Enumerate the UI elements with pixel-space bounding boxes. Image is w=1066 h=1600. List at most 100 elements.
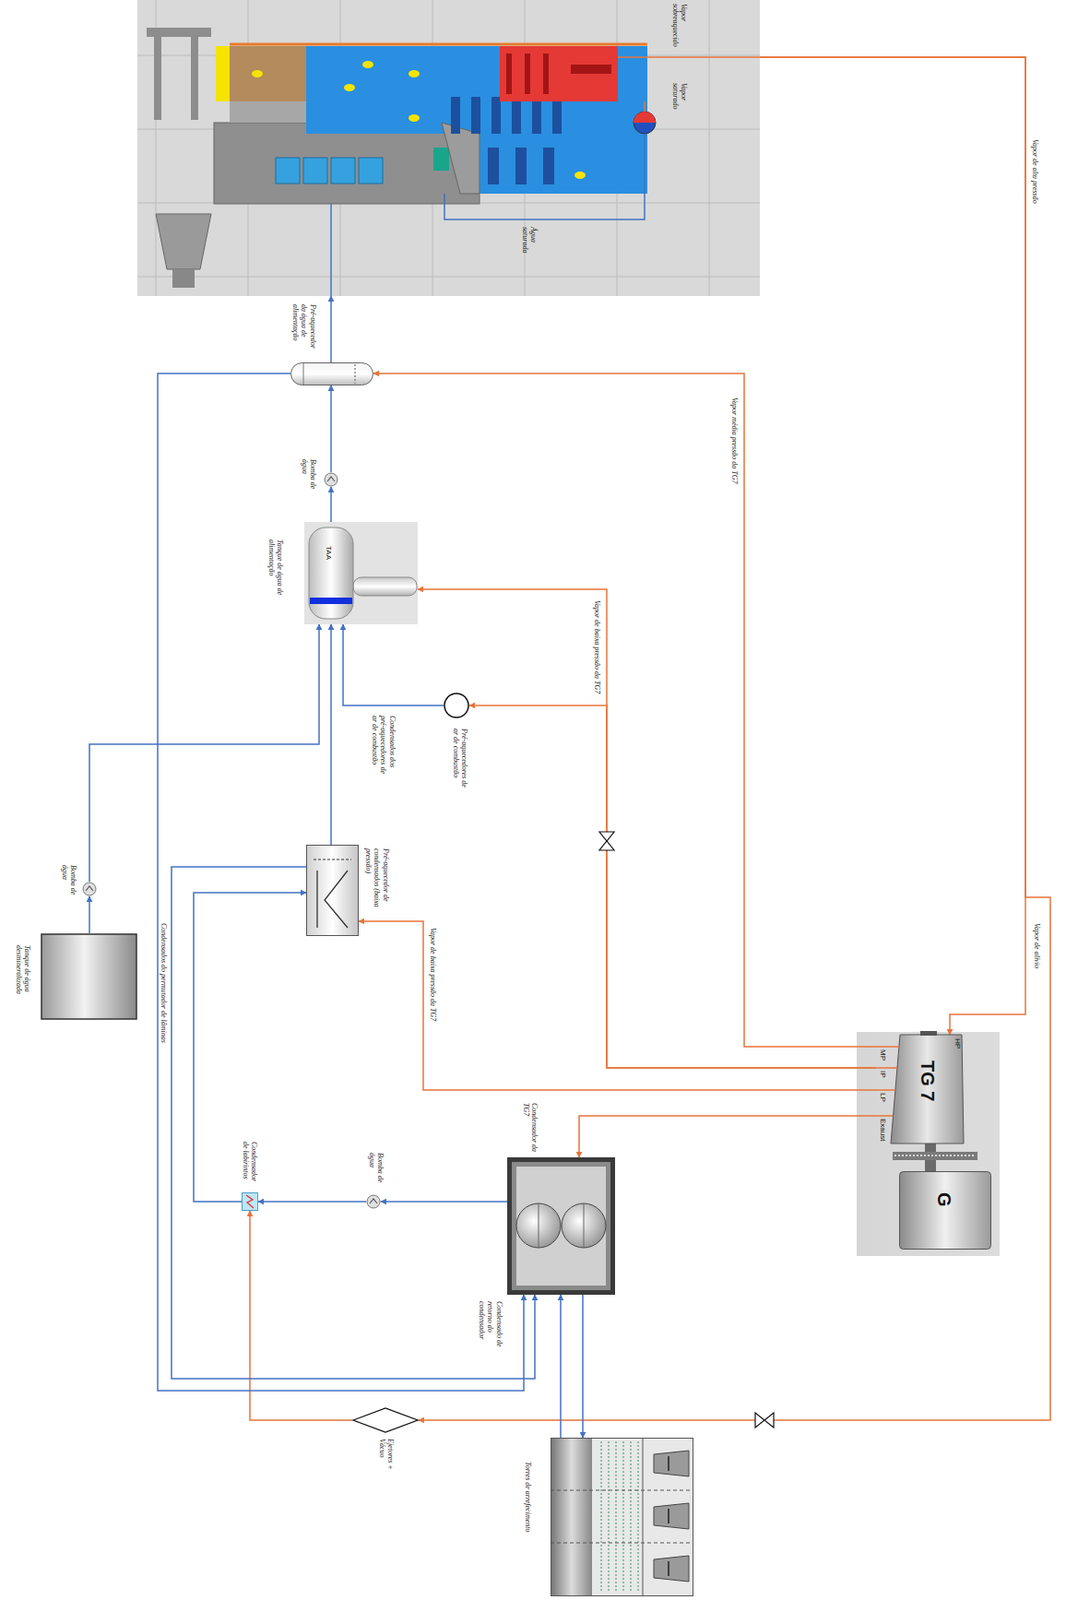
drawing-rect	[491, 96, 501, 134]
equipment-label: Bomba de água	[300, 459, 318, 495]
drawing-rect	[551, 1438, 593, 1596]
drawing-rect	[920, 1030, 937, 1036]
drawing-rect	[552, 96, 562, 134]
drawing-line	[667, 1561, 670, 1576]
equipment-label: Bomba de água	[367, 1152, 385, 1190]
drawing-line	[709, 0, 711, 297]
drawing-rect	[515, 147, 527, 185]
boiler-illustration-shape	[137, 0, 760, 297]
equipment-label: Água saturada	[521, 226, 538, 266]
steam-pipe	[417, 589, 877, 1068]
drawing-polygon	[599, 840, 615, 851]
water-pipe	[171, 866, 535, 1379]
water-pipe	[193, 892, 307, 1202]
drawing-g	[506, 53, 612, 95]
drawing-rect	[306, 46, 648, 134]
pipe-label: Vapor de baixa pressão da TG7	[428, 926, 438, 1049]
drawing-rect	[551, 1438, 694, 1597]
drawing-path	[317, 870, 348, 928]
drawing-g	[137, 0, 760, 297]
drawing-g	[653, 1450, 689, 1582]
drawing-line	[643, 101, 646, 112]
drawing-circle	[633, 111, 656, 134]
drawing-g	[487, 147, 555, 185]
air-preheater-shape	[443, 692, 470, 719]
machine-label: G	[933, 1192, 955, 1230]
gearbox	[892, 1151, 978, 1161]
drawing-rect	[172, 269, 195, 288]
water-pipe	[380, 1200, 508, 1203]
pump-symbol: Bomba de água	[366, 1194, 381, 1209]
water-pipe	[343, 624, 444, 706]
equipment-label: Pré-aquecedores de ar de combustão	[451, 728, 469, 795]
water-pipe	[330, 486, 332, 522]
drawing-rect	[304, 521, 418, 625]
water-pipe	[330, 624, 332, 845]
drawing-circle	[324, 473, 338, 486]
drawing-line	[638, 1441, 640, 1593]
drawing-g	[251, 60, 586, 179]
equipment-label: Tanque de água desmineralizada	[14, 945, 32, 1018]
drawing-rect	[303, 157, 328, 184]
drawing-polygon	[653, 1555, 689, 1582]
pump-symbol: Bomba de água	[82, 881, 97, 897]
drawing-rect	[511, 96, 522, 134]
drawing-ellipse	[251, 70, 263, 78]
drawing-rect	[471, 96, 481, 134]
drawing-ellipse	[362, 60, 374, 69]
drawing-line	[303, 363, 305, 385]
drawing-line	[313, 859, 352, 861]
drawing-rect	[506, 53, 512, 95]
equipment-label: Condensador da TG7	[521, 1102, 539, 1153]
pipe-label: Vapor de alta pressão	[1030, 138, 1040, 233]
valve-symbol	[599, 831, 615, 851]
drawing-circle	[561, 1203, 606, 1248]
drawing-rect	[499, 46, 618, 102]
gear-teeth	[894, 1154, 976, 1157]
drawing-line	[630, 1441, 632, 1593]
drawing-rect	[353, 577, 417, 596]
drawing-line	[615, 1441, 617, 1593]
drawing-ellipse	[343, 83, 356, 92]
condenser: Condensador da TG7	[507, 1157, 616, 1295]
drawing-rect	[153, 36, 162, 120]
drawing-rect	[516, 1166, 606, 1286]
port-label: HP	[953, 1038, 962, 1054]
steam-pipe	[759, 57, 1026, 1035]
drawing-path	[327, 476, 335, 482]
equipment-label: Pré-aquecedor de condensados (baixa pres…	[364, 848, 391, 913]
drawing-circle	[367, 1195, 380, 1209]
feedwater-preheater-shape	[290, 362, 374, 386]
drawing-rect	[213, 122, 480, 204]
equipment-label: Torres de arrefecimento	[523, 1461, 533, 1554]
drawing-polygon	[155, 213, 212, 270]
drawing-line	[550, 1542, 694, 1544]
drawing-line	[623, 1441, 625, 1593]
drawing-ellipse	[408, 70, 420, 78]
drawing-polygon	[755, 1412, 765, 1428]
drawing-rect	[229, 46, 307, 102]
drawing-g	[876, 1046, 900, 1116]
drawing-rect	[524, 53, 531, 95]
drawing-line	[583, 1203, 585, 1248]
steam-pipe	[249, 1210, 353, 1421]
labyrinth-condenser-shape	[241, 1192, 259, 1211]
drawing-rect	[331, 157, 356, 184]
condensate-preheater: Pré-aquecedor de condensados (baixa pres…	[306, 844, 359, 936]
drawing-path	[246, 1195, 254, 1209]
drawing-polygon	[653, 1450, 689, 1477]
drawing-polygon	[599, 831, 615, 841]
drawing-rect	[433, 147, 450, 171]
drawing-g	[550, 1490, 694, 1543]
drawing-ellipse	[574, 171, 586, 179]
drawing-path	[85, 886, 94, 891]
drawing-line	[876, 1045, 900, 1048]
drawing-line	[876, 1089, 896, 1091]
generator-shape	[899, 1171, 992, 1250]
drawing-polygon	[764, 1412, 774, 1428]
drawing-line	[355, 364, 356, 384]
drawing-rect	[309, 597, 353, 605]
drawing-line	[601, 1441, 603, 1593]
drawing-line	[876, 1066, 898, 1069]
feedwater-tank-shape	[304, 521, 418, 625]
